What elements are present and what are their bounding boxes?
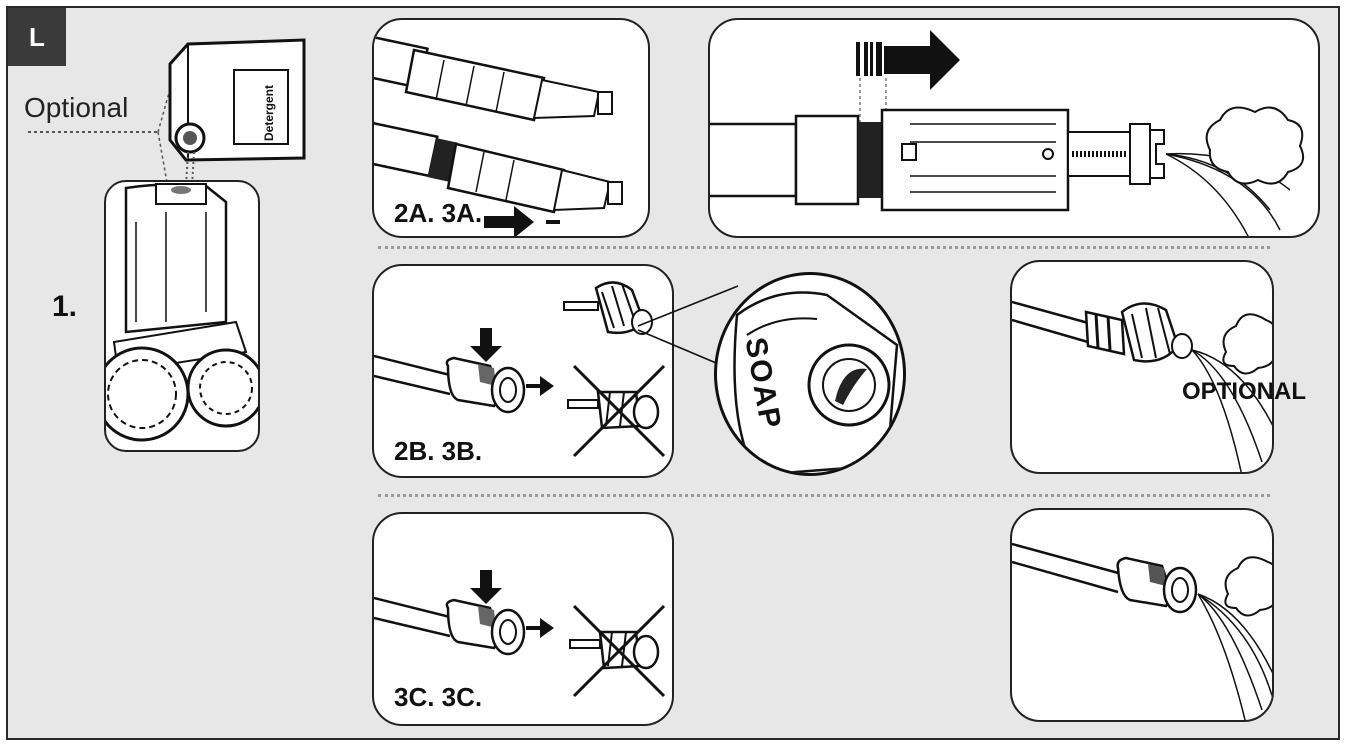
lance-spray-illustration bbox=[710, 30, 1304, 236]
machine-panel bbox=[104, 180, 260, 452]
panel-3c-label: 3C. 3C. bbox=[394, 682, 483, 712]
fan-spray-illustration bbox=[1012, 542, 1272, 720]
section-badge: L bbox=[8, 8, 66, 66]
panel-3c: 3C. 3C. bbox=[372, 512, 674, 726]
soap-magnifier: SOAP bbox=[714, 272, 906, 476]
magnifier-connector-lines bbox=[637, 285, 739, 369]
soap-nozzle-closeup-icon bbox=[733, 291, 899, 473]
panel-2b-3b: 2B. 3B. bbox=[372, 264, 674, 478]
optional-result-label: OPTIONAL bbox=[1182, 378, 1306, 405]
lance-connect-illustration bbox=[374, 34, 623, 236]
panel-3c-result bbox=[1010, 508, 1274, 722]
panel-2a-3a-label: 2A. 3A. bbox=[394, 198, 483, 228]
optional-label: Optional bbox=[24, 92, 129, 123]
panel-2b-result bbox=[1010, 260, 1274, 474]
divider-2 bbox=[378, 494, 1270, 497]
panel-2a-3a-result bbox=[708, 18, 1320, 238]
instruction-frame: L 1. Optional Detergent bbox=[6, 6, 1340, 740]
detergent-bottle-icon bbox=[168, 38, 306, 187]
soap-spray-illustration bbox=[1012, 300, 1272, 472]
divider-1 bbox=[378, 246, 1270, 249]
panel-2a-3a: 2A. 3A. bbox=[372, 18, 650, 238]
pressure-washer-icon bbox=[106, 183, 258, 442]
remove-nozzle-illustration bbox=[374, 570, 666, 698]
step-1-number: 1. bbox=[52, 290, 78, 323]
soap-nozzle-illustration bbox=[374, 281, 666, 458]
panel-2b-3b-label: 2B. 3B. bbox=[394, 436, 483, 466]
